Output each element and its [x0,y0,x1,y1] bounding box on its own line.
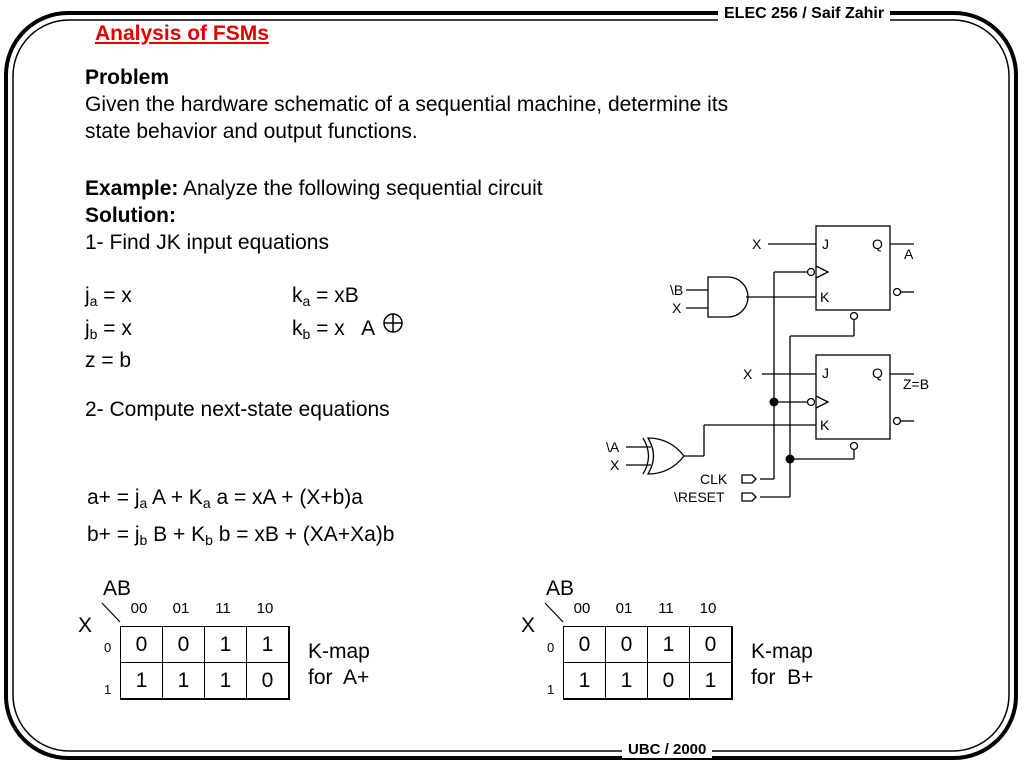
kmap-x-label: X [521,614,536,637]
kmap-cell: 0 [120,626,163,663]
kmap-cell: 0 [162,626,205,663]
svg-text:X: X [610,457,620,473]
svg-text:Z=B: Z=B [903,376,929,392]
svg-text:J: J [822,236,829,252]
kmap-cell: 1 [204,662,247,699]
svg-text:\B: \B [670,282,683,298]
kmap-cell: 1 [647,626,690,663]
kmap-cell: 0 [605,626,648,663]
kmap-cell: 1 [563,662,606,699]
kmap-caption: for A+ [308,666,370,689]
footer-label: UBC / 2000 [622,741,713,758]
kmap-col-label: 00 [573,600,591,617]
svg-text:CLK: CLK [700,471,728,487]
problem-heading: Problem [85,66,170,89]
kmap-ab-label: AB [546,577,575,600]
kmap-col-label: 11 [658,600,674,617]
xor-symbol-icon [383,313,403,333]
svg-text:Q: Q [872,236,883,252]
kmap-row-label: 1 [104,682,112,697]
kmap-cell: 0 [647,662,690,699]
svg-text:Q: Q [872,365,883,381]
step-2: 2- Compute next-state equations [85,398,390,421]
kmap-cell: 0 [689,626,732,663]
flipflop-b [815,354,891,440]
solution-label: Solution: [85,204,176,227]
kmap-caption: K-map [751,640,813,663]
kmap-col-label: 00 [130,600,148,617]
step-1: 1- Find JK input equations [85,231,329,254]
svg-text:X: X [743,366,753,382]
svg-text:A: A [904,246,914,262]
equation-jb: jb = x [85,317,132,342]
kmap-col-label: 11 [215,600,231,617]
kmap-col-label: 01 [615,600,633,617]
and-gate [707,276,749,318]
kmap-cell: 1 [246,626,289,663]
kmap-row-label: 0 [547,640,555,655]
kmap-row-label: 1 [547,682,555,697]
example-text: Analyze the following sequential circuit [178,177,543,200]
example-line: Example: Analyze the following sequentia… [85,175,543,202]
svg-text:K: K [820,417,830,433]
course-header: ELEC 256 / Saif Zahir [718,5,891,23]
flipflop-a [815,225,891,311]
svg-text:X: X [672,300,682,316]
kmap-cell: 1 [120,662,163,699]
equation-kb: kb = x A [292,317,376,342]
kmap-cell: 1 [605,662,648,699]
problem-line-1: Given the hardware schematic of a sequen… [85,93,729,116]
kmap-x-label: X [78,614,93,637]
kmap-caption: K-map [308,640,370,663]
kmap-cell: 1 [204,626,247,663]
svg-text:J: J [822,365,829,381]
slide-title: Analysis of FSMs [95,22,269,45]
svg-text:K: K [820,289,830,305]
kmap-col-label: 10 [256,600,274,617]
kmap-col-label: 01 [172,600,190,617]
kmap-cell: 1 [162,662,205,699]
next-state-a: a+ = ja A + Ka a = xA + (X+b)a [87,486,363,511]
kmap-corner-line [544,602,564,623]
kmap-cell: 1 [689,662,732,699]
problem-line-2: state behavior and output functions. [85,120,418,143]
svg-text:\RESET: \RESET [674,489,725,505]
next-state-b: b+ = jb B + Kb b = xB + (XA+Xa)b [87,523,395,548]
kmap-caption: for B+ [751,666,814,689]
equation-ja: ja = x [85,284,132,309]
example-label: Example: [85,177,179,200]
kmap-cell: 0 [563,626,606,663]
kmap-row-label: 0 [104,640,112,655]
xor-gate [642,437,650,475]
svg-text:\A: \A [606,439,620,455]
equation-ka: ka = xB [292,284,359,309]
kmap-cell: 0 [246,662,289,699]
kmap-corner-line [101,602,121,623]
svg-text:X: X [752,236,762,252]
kmap-ab-label: AB [103,577,132,600]
kmap-col-label: 10 [699,600,717,617]
equation-z: z = b [85,349,132,372]
